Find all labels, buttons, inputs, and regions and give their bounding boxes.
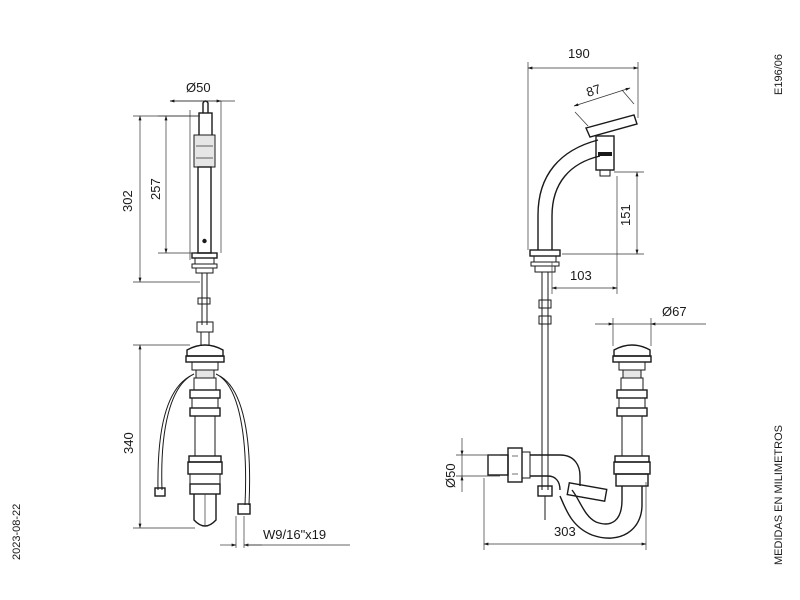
front-height-spout-label: 257 (148, 178, 163, 200)
side-dim-103: 103 (551, 176, 618, 294)
front-dim-thread: W9/16"x19 (220, 516, 350, 548)
drawing-code: E196/06 (773, 54, 785, 95)
side-dim-151: 151 (562, 171, 644, 255)
side-handle-label: 87 (584, 81, 602, 100)
side-dim-87: 87 (573, 81, 635, 127)
front-view: Ø50 302 257 340 W9 (120, 80, 350, 548)
side-dim-trap-50: Ø50 (443, 438, 500, 492)
front-dim-257: 257 (148, 115, 200, 254)
front-dim-302: 302 (120, 115, 200, 283)
side-dim-303: 303 (483, 478, 647, 550)
trap-diameter-label: Ø50 (443, 463, 458, 488)
front-dim-diameter: Ø50 (169, 80, 235, 260)
side-view: 190 87 151 103 Ø67 (443, 46, 706, 550)
front-hoses (154, 373, 251, 515)
side-dim-190: 190 (527, 46, 639, 250)
trap-length-label: 303 (554, 524, 576, 539)
front-diameter-label: Ø50 (186, 80, 211, 95)
units-note: MEDIDAS EN MILIMETROS (773, 425, 785, 565)
side-spout-height-label: 151 (618, 204, 633, 226)
front-handle (193, 100, 216, 168)
side-reach-label: 190 (568, 46, 590, 61)
drain-diameter-label: Ø67 (662, 304, 687, 319)
side-trap (487, 447, 643, 539)
front-height-total-label: 302 (120, 190, 135, 212)
side-dim-67: Ø67 (595, 304, 706, 346)
side-spout-reach-label: 103 (570, 268, 592, 283)
front-spout-body (191, 166, 218, 274)
hose-thread-label: W9/16"x19 (263, 527, 326, 542)
side-spout (529, 114, 638, 273)
front-dim-340: 340 (121, 344, 195, 529)
drawing-date: 2023-08-22 (11, 504, 23, 560)
side-drain (612, 344, 652, 487)
front-drain (185, 344, 225, 527)
drain-height-label: 340 (121, 432, 136, 454)
side-rods (537, 272, 553, 520)
front-rods (196, 273, 214, 345)
